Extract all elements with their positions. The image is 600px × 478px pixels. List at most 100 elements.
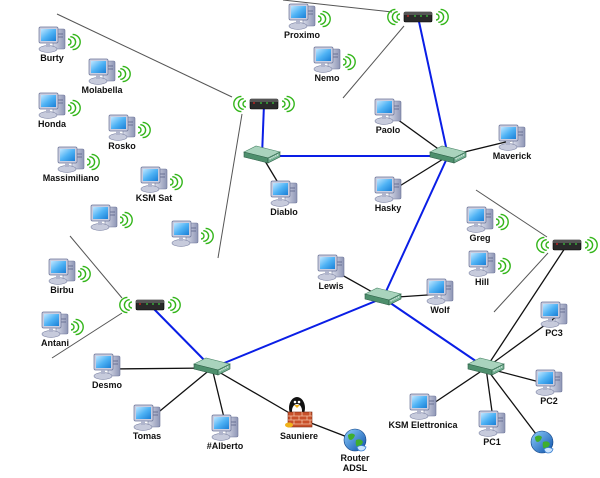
pc-node-diablo[interactable]: Diablo <box>270 180 298 217</box>
wifi-wave <box>67 38 72 46</box>
pc-node-molabella[interactable]: Molabella <box>81 58 131 95</box>
wireless-computer-icon <box>171 220 199 247</box>
pc-node-massimiliano[interactable]: Massimiliano <box>43 146 100 183</box>
pc-node-hasky[interactable]: Hasky <box>374 176 402 213</box>
wifi-signal-left-icon <box>387 8 401 26</box>
pc-node-wolf[interactable]: Wolf <box>426 278 454 315</box>
computer-icon <box>211 414 239 441</box>
network-switch-icon <box>467 357 505 376</box>
pc-node-proximo[interactable]: Proximo <box>284 3 331 40</box>
pc-node-lewis[interactable]: Lewis <box>317 254 345 291</box>
pc-node-unnamed2[interactable] <box>171 220 214 247</box>
wifi-wave <box>140 124 147 136</box>
wifi-signal-right-icon <box>167 296 181 314</box>
wifi-signal-icon <box>77 265 91 283</box>
wireless-range-line <box>56 13 233 98</box>
wifi-wave <box>387 8 396 26</box>
pc-node-ksmel[interactable]: KSM Elettronica <box>388 393 458 430</box>
wifi-wave <box>342 58 347 66</box>
wireless-range-line <box>69 235 123 299</box>
pc-node-pc3[interactable]: PC3 <box>540 301 568 338</box>
wireless-range-lines <box>51 0 549 359</box>
wifi-wave <box>347 53 356 71</box>
computer-icon <box>498 124 526 151</box>
computer-icon <box>270 180 298 207</box>
wifi-wave <box>536 236 545 254</box>
computer-icon <box>426 278 454 305</box>
pc-node-desmo[interactable]: Desmo <box>92 353 123 390</box>
node-label: Maverick <box>493 151 533 161</box>
pc-node-ksmsat[interactable]: KSM Sat <box>136 166 183 203</box>
pc-node-pc2[interactable]: PC2 <box>535 369 563 406</box>
wifi-wave <box>320 13 327 25</box>
wireless-range-line <box>282 0 393 13</box>
wireless-computer-icon <box>108 114 136 141</box>
wireless-access-point-icon <box>552 239 582 251</box>
computer-icon <box>374 176 402 203</box>
wifi-wave <box>137 126 142 134</box>
node-label: Hill <box>475 277 489 287</box>
node-label: Diablo <box>270 207 298 217</box>
pc-node-maverick[interactable]: Maverick <box>493 124 533 161</box>
wifi-wave <box>72 33 81 51</box>
backbone-link-ap-left-sw-desmo <box>149 304 213 369</box>
wifi-wave <box>128 301 133 309</box>
node-label: Greg <box>469 233 490 243</box>
pc-node-tomas[interactable]: Tomas <box>133 404 161 441</box>
wireless-range-line <box>475 189 548 238</box>
pc-node-alberto[interactable]: #Alberto <box>207 414 244 451</box>
pc-node-honda[interactable]: Honda <box>38 92 81 129</box>
node-label: Birbu <box>50 285 74 295</box>
firewall-node-sauniere[interactable]: Sauniere <box>280 397 318 441</box>
access-point-middle[interactable] <box>233 95 295 113</box>
node-label: Sauniere <box>280 431 318 441</box>
node-label: Hasky <box>375 203 402 213</box>
wifi-wave <box>170 299 177 311</box>
node-label: PC1 <box>483 437 501 447</box>
pc-node-paolo[interactable]: Paolo <box>374 98 402 135</box>
wireless-computer-icon <box>466 206 494 233</box>
wifi-wave <box>498 216 505 228</box>
pc-node-rosko[interactable]: Rosko <box>108 114 151 151</box>
access-point-right[interactable] <box>536 236 598 254</box>
wifi-wave <box>438 11 445 23</box>
pc-node-antani[interactable]: Antani <box>41 311 84 348</box>
node-label: Desmo <box>92 380 123 390</box>
wifi-signal-left-icon <box>119 296 133 314</box>
switch-desmo[interactable] <box>193 357 231 376</box>
internet-node-internet2[interactable] <box>530 430 554 454</box>
computer-icon <box>540 301 568 328</box>
node-label: KSM Sat <box>136 193 173 203</box>
pc-node-birbu[interactable]: Birbu <box>48 258 91 295</box>
wifi-signal-icon <box>86 153 100 171</box>
wireless-computer-icon <box>41 311 69 338</box>
wireless-range-line <box>493 252 549 313</box>
wifi-wave <box>322 10 331 28</box>
wifi-wave <box>396 13 401 21</box>
computer-icon <box>133 404 161 431</box>
wifi-wave <box>497 262 502 270</box>
switch-diablo[interactable] <box>243 145 281 164</box>
wifi-wave <box>203 230 210 242</box>
pc-node-unnamed1[interactable] <box>90 204 133 231</box>
switch-paolo[interactable] <box>429 145 467 164</box>
access-point-top[interactable] <box>387 8 449 26</box>
access-point-left[interactable] <box>119 296 181 314</box>
pc-node-hill[interactable]: Hill <box>468 250 511 287</box>
pc-node-pc1[interactable]: PC1 <box>478 410 506 447</box>
pc-node-nemo[interactable]: Nemo <box>313 46 356 83</box>
wifi-wave <box>540 239 547 251</box>
wifi-signal-icon <box>137 121 151 139</box>
wifi-signal-left-icon <box>233 95 247 113</box>
wifi-wave <box>122 214 129 226</box>
wifi-wave <box>500 260 507 272</box>
node-label: Wolf <box>430 305 450 315</box>
pc-node-burty[interactable]: Burty <box>38 26 81 63</box>
wifi-signal-icon <box>342 53 356 71</box>
wifi-wave <box>67 104 72 112</box>
switch-pc[interactable] <box>467 357 505 376</box>
pc-node-greg[interactable]: Greg <box>466 206 509 243</box>
network-switch-icon <box>364 287 402 306</box>
switch-center[interactable] <box>364 287 402 306</box>
